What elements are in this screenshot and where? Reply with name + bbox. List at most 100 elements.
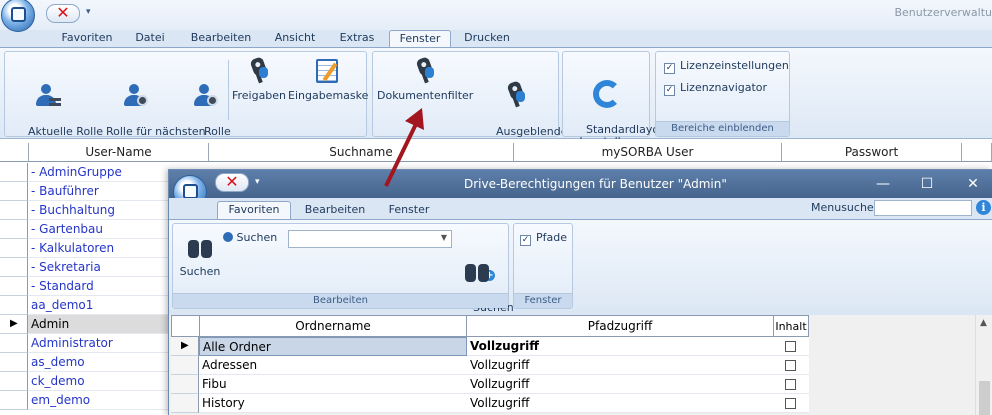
folder-permissions-table: Ordnername Pfadzugriff Inhalt ▶ Alle Ord… [169,315,992,415]
column-header-passwort[interactable]: Passwort [782,143,962,162]
row-selector[interactable] [0,258,28,277]
main-ribbon-tabs: Favoriten Datei Bearbeiten Ansicht Extra… [0,30,992,48]
inhalt-checkbox[interactable] [785,379,796,390]
row-selector[interactable] [0,391,28,410]
freigaben-button[interactable]: Freigaben [231,56,287,102]
eingabemaske-label: Eingabemaske [288,89,369,102]
tab-extras[interactable]: Extras [339,31,375,44]
row-selector-current[interactable]: ▶ [171,337,199,356]
tab-bearbeiten[interactable]: Bearbeiten [190,31,252,44]
dialog-group-bearbeiten: Suchen Suchen ▼ + Suchen fortsetzen Bear… [172,223,514,326]
dokumentenfilter-button[interactable]: Dokumentenfilter [377,56,473,102]
tab-fenster[interactable]: Fenster [389,30,451,48]
row-selector[interactable] [0,277,28,296]
inhalt-checkbox[interactable] [785,398,796,409]
table-row[interactable]: ck_demo [28,372,208,391]
close-quick-access-button[interactable]: ✕ [46,4,80,23]
row-selector[interactable] [171,394,199,413]
quick-access-dropdown-icon[interactable]: ▾ [86,7,91,17]
main-ribbon: Aktuelle Rolle verteilen Rolle für nächs… [0,47,992,150]
table-row[interactable]: - Standard [28,277,208,296]
application-orb-button[interactable] [1,0,35,32]
menusuche-input[interactable] [874,200,972,216]
row-selector[interactable] [0,353,28,372]
row-selector-current[interactable]: ▶ [0,315,28,334]
row-selector[interactable] [0,220,28,239]
table-row[interactable]: aa_demo1 [28,296,208,315]
row-selector[interactable] [0,372,28,391]
column-header-pfadzugriff[interactable]: Pfadzugriff [466,315,774,337]
table-row[interactable]: - Bauführer [28,182,208,201]
scrollbar-thumb[interactable] [979,381,990,415]
inhalt-cell [773,337,809,356]
tab-datei[interactable]: Datei [135,31,165,44]
folder-name-cell[interactable]: Adressen [199,356,467,375]
table-row[interactable]: - Buchhaltung [28,201,208,220]
drive-berechtigungen-dialog: ✕ ▾ Drive-Berechtigungen für Benutzer "A… [168,169,992,415]
folder-name-cell[interactable]: History [199,394,467,413]
table-row[interactable]: - AdminGruppe [28,163,208,182]
suchen-button[interactable]: Suchen [175,232,225,278]
row-selector[interactable] [0,201,28,220]
path-access-cell[interactable]: Vollzugriff [467,394,773,413]
table-row[interactable]: - Kalkulatoren [28,239,208,258]
inhalt-checkbox[interactable] [785,360,796,371]
vertical-scrollbar[interactable]: ▲ [975,315,992,415]
column-header-inhalt[interactable]: Inhalt [773,315,809,337]
maximize-icon[interactable]: ☐ [920,176,934,192]
ribbon-group-rollen: Aktuelle Rolle verteilen Rolle für nächs… [4,51,369,150]
row-selector[interactable] [0,296,28,315]
dialog-tab-bearbeiten[interactable]: Bearbeiten [304,203,366,216]
inhalt-checkbox[interactable] [785,341,796,352]
row-selector[interactable] [0,334,28,353]
column-header-user-name[interactable]: User-Name [29,143,209,162]
column-header-ordnername[interactable]: Ordnername [199,315,467,337]
path-access-cell[interactable]: Vollzugriff [467,375,773,394]
current-row-arrow-icon: ▶ [10,318,18,329]
dialog-group-fenster: ✓Pfade Fenster [513,223,573,309]
dialog-title-bar[interactable]: ✕ ▾ Drive-Berechtigungen für Benutzer "A… [169,170,992,209]
tab-drucken[interactable]: Drucken [464,31,510,44]
path-access-cell[interactable]: Vollzugriff [467,356,773,375]
row-selector[interactable] [0,182,28,201]
row-selector[interactable] [171,356,199,375]
column-header-mysorba-user[interactable]: mySORBA User [514,143,782,162]
tab-ansicht[interactable]: Ansicht [274,31,316,44]
dialog-title: Drive-Berechtigungen für Benutzer "Admin… [464,177,727,191]
suchen-button-label: Suchen [179,265,221,278]
tab-favoriten[interactable]: Favoriten [61,31,113,44]
dialog-quick-access-dropdown-icon[interactable]: ▾ [255,177,260,187]
eingabemaske-button[interactable]: Eingabemaske [288,56,369,102]
table-row[interactable]: - Sekretaria [28,258,208,277]
minimize-icon[interactable]: — [876,176,890,192]
table-row[interactable]: - Gartenbau [28,220,208,239]
lizenzeinstellungen-label: Lizenzeinstellungen [680,59,789,72]
info-icon[interactable]: i [976,200,991,215]
table-row-current[interactable]: Admin [28,315,208,334]
lizenzeinstellungen-checkbox[interactable]: ✓ Lizenzeinstellungen [664,59,789,74]
row-selector[interactable] [171,375,199,394]
keys-icon [499,80,533,110]
dialog-ribbon-tabs: Favoriten Bearbeiten Fenster [169,198,992,219]
pfade-checkbox[interactable]: ✓Pfade [520,231,567,246]
dialog-tab-favoriten[interactable]: Favoriten [217,201,291,219]
scroll-up-icon[interactable]: ▲ [980,318,987,328]
ribbon-separator [228,60,229,120]
row-selector[interactable] [0,239,28,258]
folder-name-cell[interactable]: Alle Ordner [199,337,467,356]
column-header-suchname[interactable]: Suchname [209,143,514,162]
row-selector[interactable] [0,163,28,182]
dialog-tab-fenster[interactable]: Fenster [388,203,430,216]
window-close-icon[interactable]: ✕ [967,176,979,192]
checkbox-checked-icon: ✓ [664,63,675,74]
table-row[interactable]: em_demo [28,391,208,410]
group-label-bearbeiten: Bearbeiten [173,293,508,308]
path-access-cell[interactable]: Vollzugriff [467,337,773,356]
table-row[interactable]: Administrator [28,334,208,353]
dialog-close-quick-access-button[interactable]: ✕ [215,173,249,192]
table-row[interactable]: as_demo [28,353,208,372]
inhalt-cell [773,356,809,375]
lizenznavigator-checkbox[interactable]: ✓Lizenznavigator [664,81,767,96]
suchen-combobox[interactable]: ▼ [288,230,452,248]
folder-name-cell[interactable]: Fibu [199,375,467,394]
